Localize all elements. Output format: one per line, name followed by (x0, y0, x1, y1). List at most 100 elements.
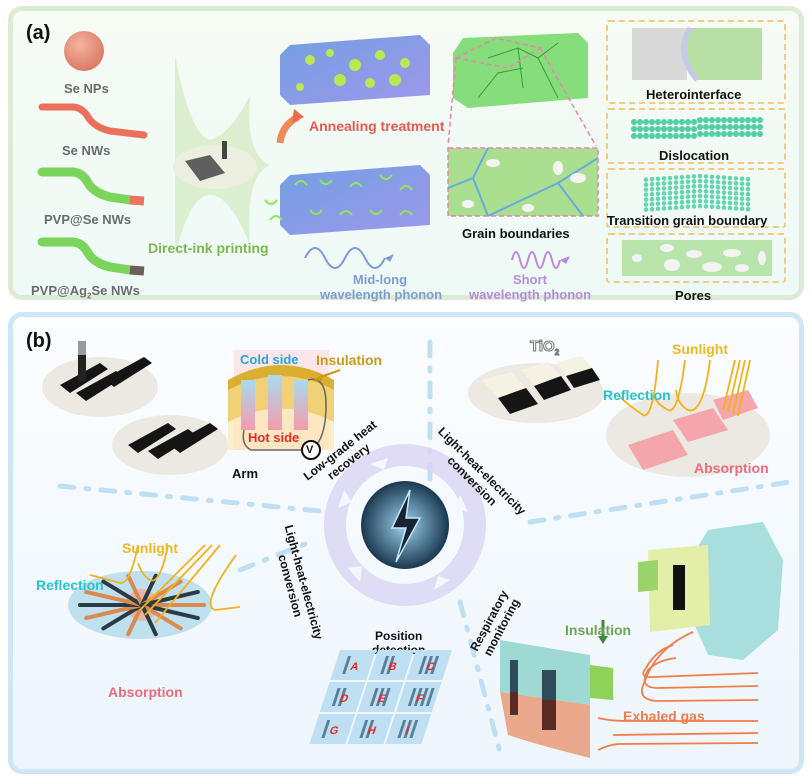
lattice-atom (709, 204, 715, 210)
lattice-atom (745, 181, 751, 187)
lattice-atom (745, 124, 751, 130)
se-nw-wire (38, 103, 148, 139)
lattice-atom (697, 198, 703, 204)
lattice-atom (733, 131, 739, 137)
lattice-atom (649, 201, 655, 207)
lattice-atom (727, 190, 733, 196)
defect-box-pores (606, 233, 786, 283)
lattice-atom (667, 185, 673, 191)
lattice-atom (745, 196, 751, 202)
absorption-label-bottom: Absorption (108, 684, 183, 700)
material-label: Se NWs (62, 143, 111, 158)
lattice-atom (679, 184, 685, 190)
lattice-atom (715, 179, 721, 185)
absorber-spoke (126, 573, 144, 607)
lattice-atom (679, 194, 685, 200)
lattice-atom (697, 124, 703, 130)
lattice-atom (733, 181, 739, 186)
lattice-atom (739, 176, 745, 182)
thermoelectric-leg (321, 720, 331, 738)
lattice-atom (661, 201, 667, 206)
lattice-atom (697, 117, 703, 123)
lattice-atom (709, 179, 715, 185)
lattice-atom (697, 193, 703, 199)
lattice-atom (709, 184, 715, 190)
lattice-atom (721, 205, 727, 210)
defect-label: Pores (675, 288, 712, 303)
thermoelectric-leg (375, 688, 385, 706)
lattice-atom (679, 174, 685, 180)
defect-label: Dislocation (659, 148, 730, 163)
lightning-bolt-icon (390, 489, 422, 563)
lattice-atom (661, 196, 667, 201)
panel-a-label: (a) (26, 22, 51, 44)
grid-letter: G (328, 725, 341, 737)
lattice-atom (679, 204, 685, 210)
absorber-spoke (84, 589, 144, 607)
lattice-atom (661, 191, 667, 196)
lattice-atom (697, 203, 703, 209)
thermoelectric-leg (381, 688, 391, 706)
lattice-atom (655, 186, 661, 192)
thermoelectric-leg (369, 688, 379, 706)
lattice-atom (673, 205, 679, 210)
lattice-atom (685, 204, 691, 210)
lattice-atom (667, 180, 673, 186)
lattice-atom (727, 124, 733, 130)
annealing-label: Annealing treatment (309, 118, 445, 134)
grain-boundaries-label: Grain boundaries (462, 226, 570, 241)
lattice-atom (709, 174, 715, 180)
lattice-atom (715, 194, 721, 200)
lattice-atom (739, 131, 745, 137)
lattice-atom (673, 195, 679, 200)
thermoelectric-leg (380, 656, 390, 674)
lattice-atom (715, 117, 721, 123)
exhaled-gas-label: Exhaled gas (623, 708, 705, 724)
lattice-atom (697, 183, 703, 189)
lattice-atom (715, 174, 721, 180)
tio2-substrate-illustration (468, 356, 604, 423)
thermoelectric-leg (407, 688, 417, 706)
lattice-atom (739, 181, 745, 187)
lattice-atom (655, 181, 661, 187)
cold-side-label: Cold side (240, 352, 299, 367)
lattice-atom (745, 131, 751, 137)
lattice-atom (757, 117, 763, 123)
lattice-atom (739, 191, 745, 197)
lattice-atom (739, 124, 745, 130)
sunlight-absorption-illustration (606, 359, 770, 477)
se-np-sphere (64, 31, 104, 71)
lattice-atom (733, 186, 739, 191)
reflection-label: Reflection (603, 387, 671, 403)
lattice-atom (703, 131, 709, 137)
lattice-atom (745, 191, 751, 197)
insulation-label-respiration: Insulation (565, 622, 632, 638)
absorber-spoke (101, 603, 144, 631)
lattice-atom (673, 133, 679, 139)
lattice-atom (691, 189, 697, 194)
thermoelectric-leg (419, 688, 429, 706)
lattice-atom (751, 117, 757, 123)
lattice-atom (661, 126, 667, 132)
tio2-label: TiO2 (530, 338, 560, 358)
section-dividers (57, 339, 793, 755)
printer-nozzle-icon (78, 341, 86, 381)
lattice-atom (745, 201, 751, 207)
pvp-se-nw-wire (37, 167, 135, 205)
lattice-atom (721, 131, 727, 137)
lattice-atom (685, 194, 691, 200)
thermoelectric-leg (409, 720, 419, 738)
lattice-atom (715, 131, 721, 137)
lattice-atom (745, 186, 751, 192)
arm-label: Arm (232, 466, 259, 481)
respiratory-device-illustration (500, 522, 783, 758)
grid-letter: H (366, 725, 378, 737)
lattice-atom (661, 186, 667, 191)
absorption-label: Absorption (694, 460, 769, 476)
lattice-atom (649, 196, 655, 202)
lattice-atom (727, 131, 733, 137)
printing-arrow-illustration (173, 55, 270, 255)
lattice-atom (691, 119, 697, 125)
lattice-atom (709, 199, 715, 205)
